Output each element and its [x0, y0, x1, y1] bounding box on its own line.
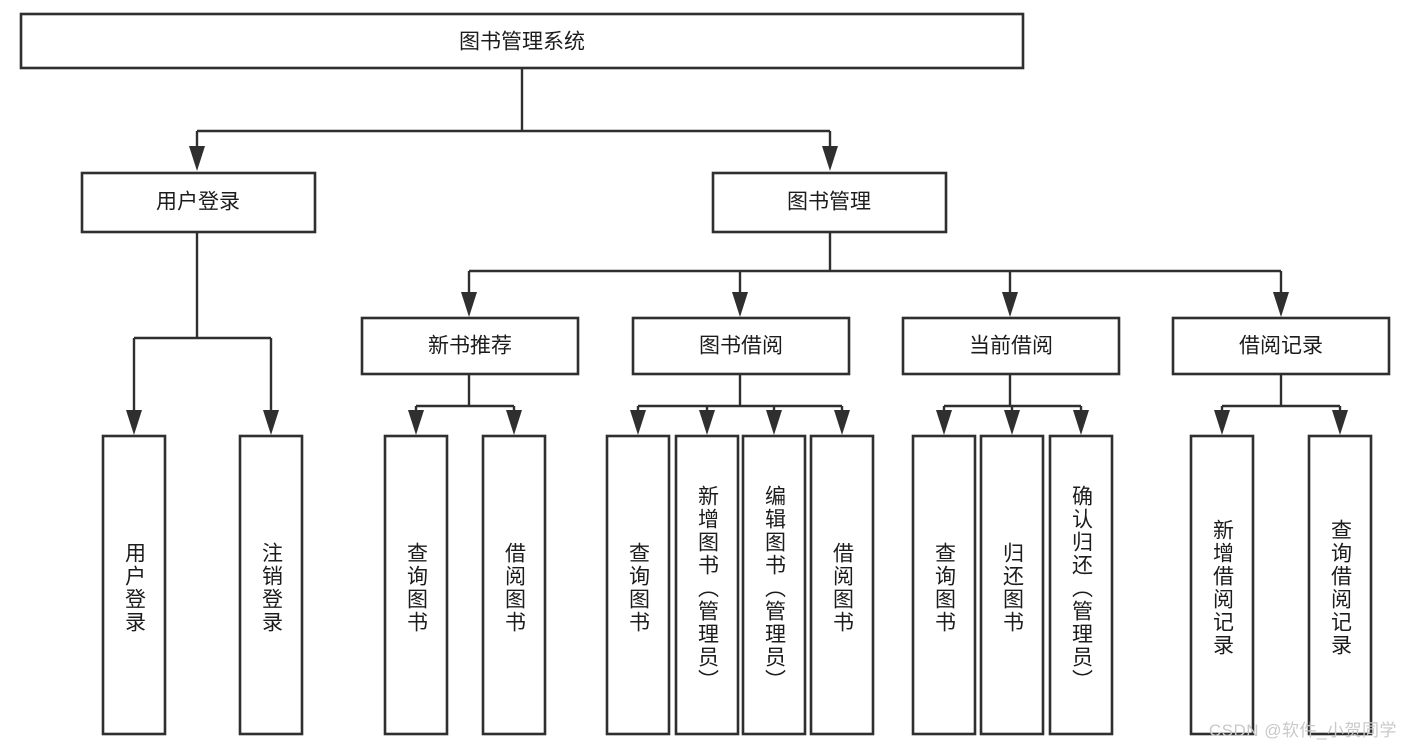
leaf-box-query-borrow-record[interactable]	[1307, 434, 1373, 736]
leaf-box-add-book-admin[interactable]	[674, 434, 740, 736]
csdn-watermark: CSDN @软件_小贺同学	[1208, 721, 1397, 740]
leaf-box-edit-book-admin[interactable]	[741, 434, 807, 736]
node-root-system-label: 图书管理系统	[459, 31, 585, 54]
leaf-label-edit-book-admin-wrap: 编辑图书（管理员）	[743, 436, 805, 734]
arrow-head-icon	[126, 410, 142, 435]
arrow-head-icon	[1273, 292, 1289, 317]
arrow-head-icon	[1073, 410, 1089, 435]
leaf-label-query-book-current: 查询图书	[932, 542, 956, 634]
leaf-label-return-book-wrap: 归还图书	[981, 436, 1043, 734]
leaf-label-logout-login-wrap: 注销登录	[240, 436, 302, 734]
node-borrow-record[interactable]: 借阅记录	[1171, 316, 1391, 376]
leaf-label-query-book-recommend-wrap: 查询图书	[385, 436, 447, 734]
arrow-head-icon	[699, 410, 715, 435]
node-new-book-recommend-label: 新书推荐	[428, 335, 512, 358]
arrow-head-icon	[263, 410, 279, 435]
node-root-system[interactable]: 图书管理系统	[19, 12, 1025, 70]
leaf-label-confirm-return-admin: 确认归还（管理员）	[1069, 484, 1093, 692]
leaf-label-user-login-wrap: 用户登录	[103, 436, 165, 734]
leaf-boxes-group	[101, 434, 1373, 736]
leaf-box-confirm-return-admin[interactable]	[1048, 434, 1114, 736]
node-book-borrow-box[interactable]	[631, 316, 851, 376]
node-book-management[interactable]: 图书管理	[711, 171, 948, 234]
leaf-label-query-book-recommend: 查询图书	[404, 542, 428, 634]
leaf-label-borrow-book: 借阅图书	[830, 542, 854, 634]
leaf-label-query-book-current-wrap: 查询图书	[913, 436, 975, 734]
connector-bookborrow-to-leaves	[630, 375, 850, 435]
leaf-label-borrow-book-recommend-wrap: 借阅图书	[483, 436, 545, 734]
arrow-head-icon	[822, 146, 838, 171]
connector-currentborrow-to-leaves	[936, 375, 1089, 435]
node-current-borrow[interactable]: 当前借阅	[901, 316, 1121, 376]
node-book-borrow[interactable]: 图书借阅	[631, 316, 851, 376]
connector-newbook-to-leaves	[408, 375, 522, 435]
connector-root-to-level1	[189, 69, 838, 171]
node-book-management-label: 图书管理	[787, 191, 871, 214]
leaf-label-user-login: 用户登录	[122, 542, 146, 634]
node-book-borrow-label: 图书借阅	[699, 335, 783, 358]
leaf-label-add-book-admin-wrap: 新增图书（管理员）	[676, 436, 738, 734]
leaf-label-return-book: 归还图书	[1000, 542, 1024, 634]
arrow-head-icon	[1214, 410, 1230, 435]
leaf-box-query-book-recommend[interactable]	[383, 434, 449, 736]
node-borrow-record-label: 借阅记录	[1239, 335, 1323, 358]
connector-bookmgmt-to-level2	[461, 233, 1289, 317]
arrow-head-icon	[1004, 410, 1020, 435]
leaf-box-query-book-current[interactable]	[911, 434, 977, 736]
node-user-login-label: 用户登录	[156, 191, 240, 214]
leaf-box-logout-login[interactable]	[238, 434, 304, 736]
arrow-head-icon	[834, 410, 850, 435]
arrow-head-icon	[189, 146, 205, 171]
node-book-management-box[interactable]	[711, 171, 948, 234]
leaf-label-edit-book-admin: 编辑图书（管理员）	[762, 484, 786, 692]
leaf-box-return-book[interactable]	[979, 434, 1045, 736]
connector-borrowrecord-to-leaves	[1214, 375, 1348, 435]
leaf-box-add-borrow-record[interactable]	[1189, 434, 1255, 736]
connector-userlogin-to-leaves	[126, 233, 279, 435]
leaf-label-add-book-admin: 新增图书（管理员）	[695, 484, 719, 692]
arrow-head-icon	[630, 410, 646, 435]
arrow-head-icon	[936, 410, 952, 435]
node-borrow-record-box[interactable]	[1171, 316, 1391, 376]
leaf-label-add-borrow-record: 新增借阅记录	[1210, 519, 1234, 657]
leaf-label-borrow-book-recommend: 借阅图书	[502, 542, 526, 634]
arrow-head-icon	[408, 410, 424, 435]
arrow-head-icon	[506, 410, 522, 435]
arrow-head-icon	[732, 292, 748, 317]
node-current-borrow-box[interactable]	[901, 316, 1121, 376]
arrow-head-icon	[1002, 292, 1018, 317]
leaf-label-query-borrow-record: 查询借阅记录	[1328, 519, 1352, 657]
arrow-head-icon	[1332, 410, 1348, 435]
leaf-box-user-login[interactable]	[101, 434, 167, 736]
node-current-borrow-label: 当前借阅	[969, 335, 1053, 358]
node-root-system-box[interactable]	[19, 12, 1025, 70]
arrow-head-icon	[461, 292, 477, 317]
node-user-login[interactable]: 用户登录	[80, 171, 317, 234]
leaf-label-add-borrow-record-wrap: 新增借阅记录	[1191, 436, 1253, 734]
node-new-book-recommend-box[interactable]	[360, 316, 580, 376]
leaf-label-query-borrow-record-wrap: 查询借阅记录	[1309, 436, 1371, 734]
arrow-head-icon	[766, 410, 782, 435]
leaf-label-confirm-return-admin-wrap: 确认归还（管理员）	[1050, 436, 1112, 734]
leaf-box-borrow-book-recommend[interactable]	[481, 434, 547, 736]
leaf-label-query-book-borrow: 查询图书	[626, 542, 650, 634]
leaf-box-borrow-book[interactable]	[809, 434, 875, 736]
leaf-label-borrow-book-wrap: 借阅图书	[811, 436, 873, 734]
node-user-login-box[interactable]	[80, 171, 317, 234]
leaf-box-query-book-borrow[interactable]	[605, 434, 671, 736]
leaf-label-query-book-borrow-wrap: 查询图书	[607, 436, 669, 734]
node-new-book-recommend[interactable]: 新书推荐	[360, 316, 580, 376]
leaf-label-logout-login: 注销登录	[259, 542, 283, 634]
